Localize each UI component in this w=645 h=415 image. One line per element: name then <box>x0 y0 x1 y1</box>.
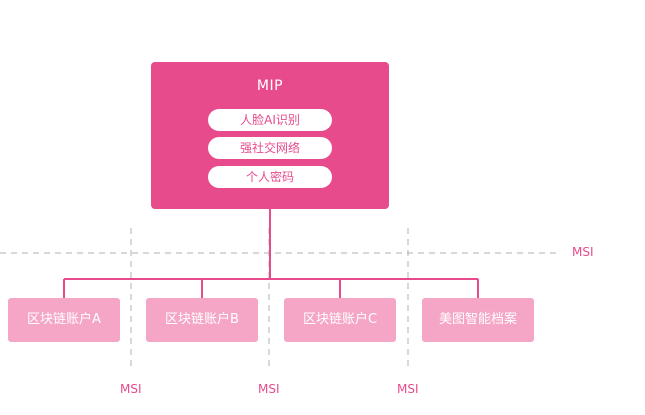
feature-personal-password: 个人密码 <box>208 166 332 188</box>
feature-social-network: 强社交网络 <box>208 137 332 159</box>
account-node-a: 区块链账户A <box>8 298 120 342</box>
mip-box: MIP 人脸AI识别 强社交网络 个人密码 <box>151 62 389 209</box>
msi-label-bottom-1: MSI <box>120 382 142 396</box>
feature-face-ai: 人脸AI识别 <box>208 109 332 131</box>
mip-title: MIP <box>256 78 284 94</box>
account-node-b: 区块链账户B <box>146 298 258 342</box>
msi-label-bottom-2: MSI <box>258 382 280 396</box>
account-node-c: 区块链账户C <box>284 298 396 342</box>
meitu-archive-node: 美图智能档案 <box>422 298 534 342</box>
msi-label-right: MSI <box>572 245 594 259</box>
msi-label-bottom-3: MSI <box>397 382 419 396</box>
